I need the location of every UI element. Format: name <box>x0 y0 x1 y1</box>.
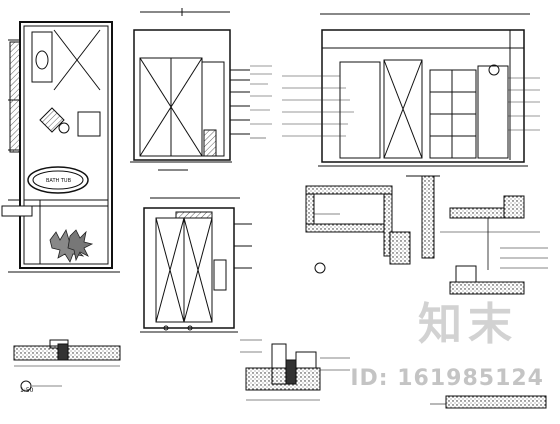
floor-plan: BATH TUB <box>1 21 120 273</box>
scale-label: 1:50 <box>20 387 34 394</box>
elevation-b <box>318 13 530 177</box>
tub-label: BATH TUB <box>46 178 72 184</box>
section-detail-1 <box>305 185 411 274</box>
detail-bottom-mid <box>240 339 350 401</box>
elevation-c <box>140 197 252 333</box>
elevation-b-callouts <box>282 75 540 137</box>
section-detail-2 <box>421 175 548 295</box>
detail-bottom-right <box>430 395 547 409</box>
detail-bottom-left <box>13 339 121 392</box>
elevation-a <box>130 8 250 171</box>
elevation-a-callouts <box>250 65 272 139</box>
